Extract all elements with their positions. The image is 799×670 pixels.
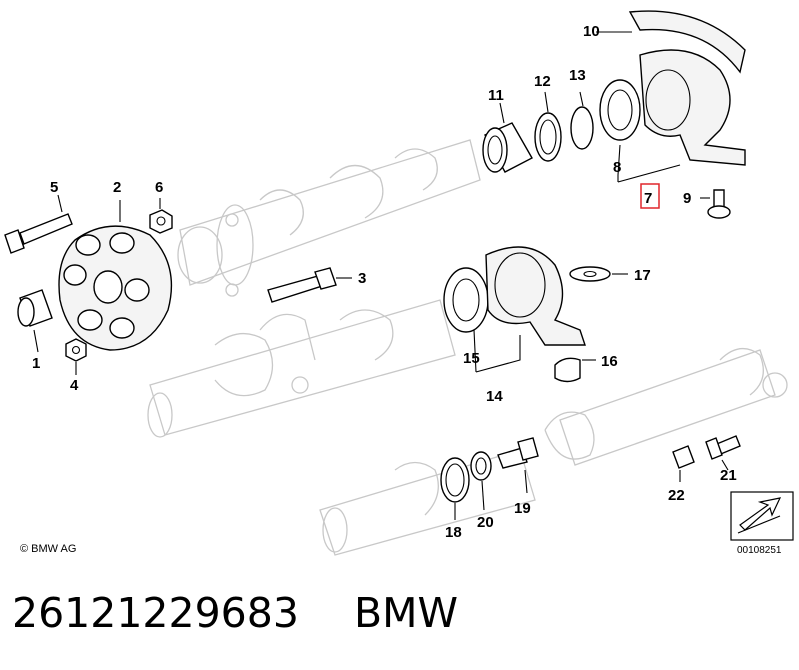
part-19-bolt xyxy=(497,437,539,494)
callout-labels: 5 2 6 3 1 4 10 11 12 13 8 9 17 15 16 14 … xyxy=(32,23,737,541)
copyright-text: © BMW AG xyxy=(20,543,76,555)
callout-18: 18 xyxy=(445,524,462,541)
callout-1: 1 xyxy=(32,355,40,372)
part-number: 26121229683 xyxy=(12,589,299,637)
callout-9: 9 xyxy=(683,190,691,207)
middle-drive-shaft-ghost xyxy=(147,299,456,438)
part-4-nut xyxy=(65,338,87,375)
callout-15: 15 xyxy=(463,350,480,367)
part-20-ring xyxy=(470,451,492,511)
upper-drive-shaft-ghost xyxy=(177,139,481,297)
callout-16: 16 xyxy=(601,353,618,370)
part-2-flexible-coupling xyxy=(58,200,173,351)
part-6-nut xyxy=(149,198,173,234)
part-1-bushing xyxy=(17,289,53,353)
callout-8: 8 xyxy=(613,159,621,176)
callout-17: 17 xyxy=(634,267,651,284)
callout-11: 11 xyxy=(488,87,504,104)
callout-5: 5 xyxy=(50,179,58,196)
part-5-bolt xyxy=(4,194,73,254)
callout-20: 20 xyxy=(477,514,494,531)
part-8-center-bearing xyxy=(596,10,746,183)
callout-7: 7 xyxy=(644,190,652,207)
part-17-washer xyxy=(569,266,628,282)
callout-6: 6 xyxy=(155,179,163,196)
callout-22: 22 xyxy=(668,487,685,504)
diagram-symbol-box xyxy=(730,491,794,541)
part-9-bolt xyxy=(700,189,731,219)
part-16-nut xyxy=(554,357,596,383)
callout-3: 3 xyxy=(358,270,366,287)
part-18-ring xyxy=(440,457,470,520)
brand-name: BMW xyxy=(354,589,459,637)
callout-7-highlight: 7 xyxy=(640,183,660,209)
part-22-screw xyxy=(672,445,695,482)
callout-10: 10 xyxy=(583,23,600,40)
callout-21: 21 xyxy=(720,467,737,484)
diagram-code: 00108251 xyxy=(737,545,782,556)
part-12-ring xyxy=(534,91,562,162)
callout-13: 13 xyxy=(569,67,586,84)
callout-19: 19 xyxy=(514,500,531,517)
lower-drive-shaft-ghost xyxy=(319,348,788,556)
callout-14: 14 xyxy=(486,388,503,405)
part-21-screw xyxy=(705,435,741,471)
callout-4: 4 xyxy=(70,377,79,394)
part-13-circlip xyxy=(570,91,594,150)
part-3-bolt xyxy=(267,267,352,303)
highlight-box xyxy=(640,183,660,209)
callout-12: 12 xyxy=(534,73,551,90)
part-14-center-bearing xyxy=(443,246,586,373)
callout-2: 2 xyxy=(113,179,121,196)
part-number-footer: 26121229683 BMW xyxy=(12,583,458,643)
part-11-sleeve xyxy=(482,102,533,173)
